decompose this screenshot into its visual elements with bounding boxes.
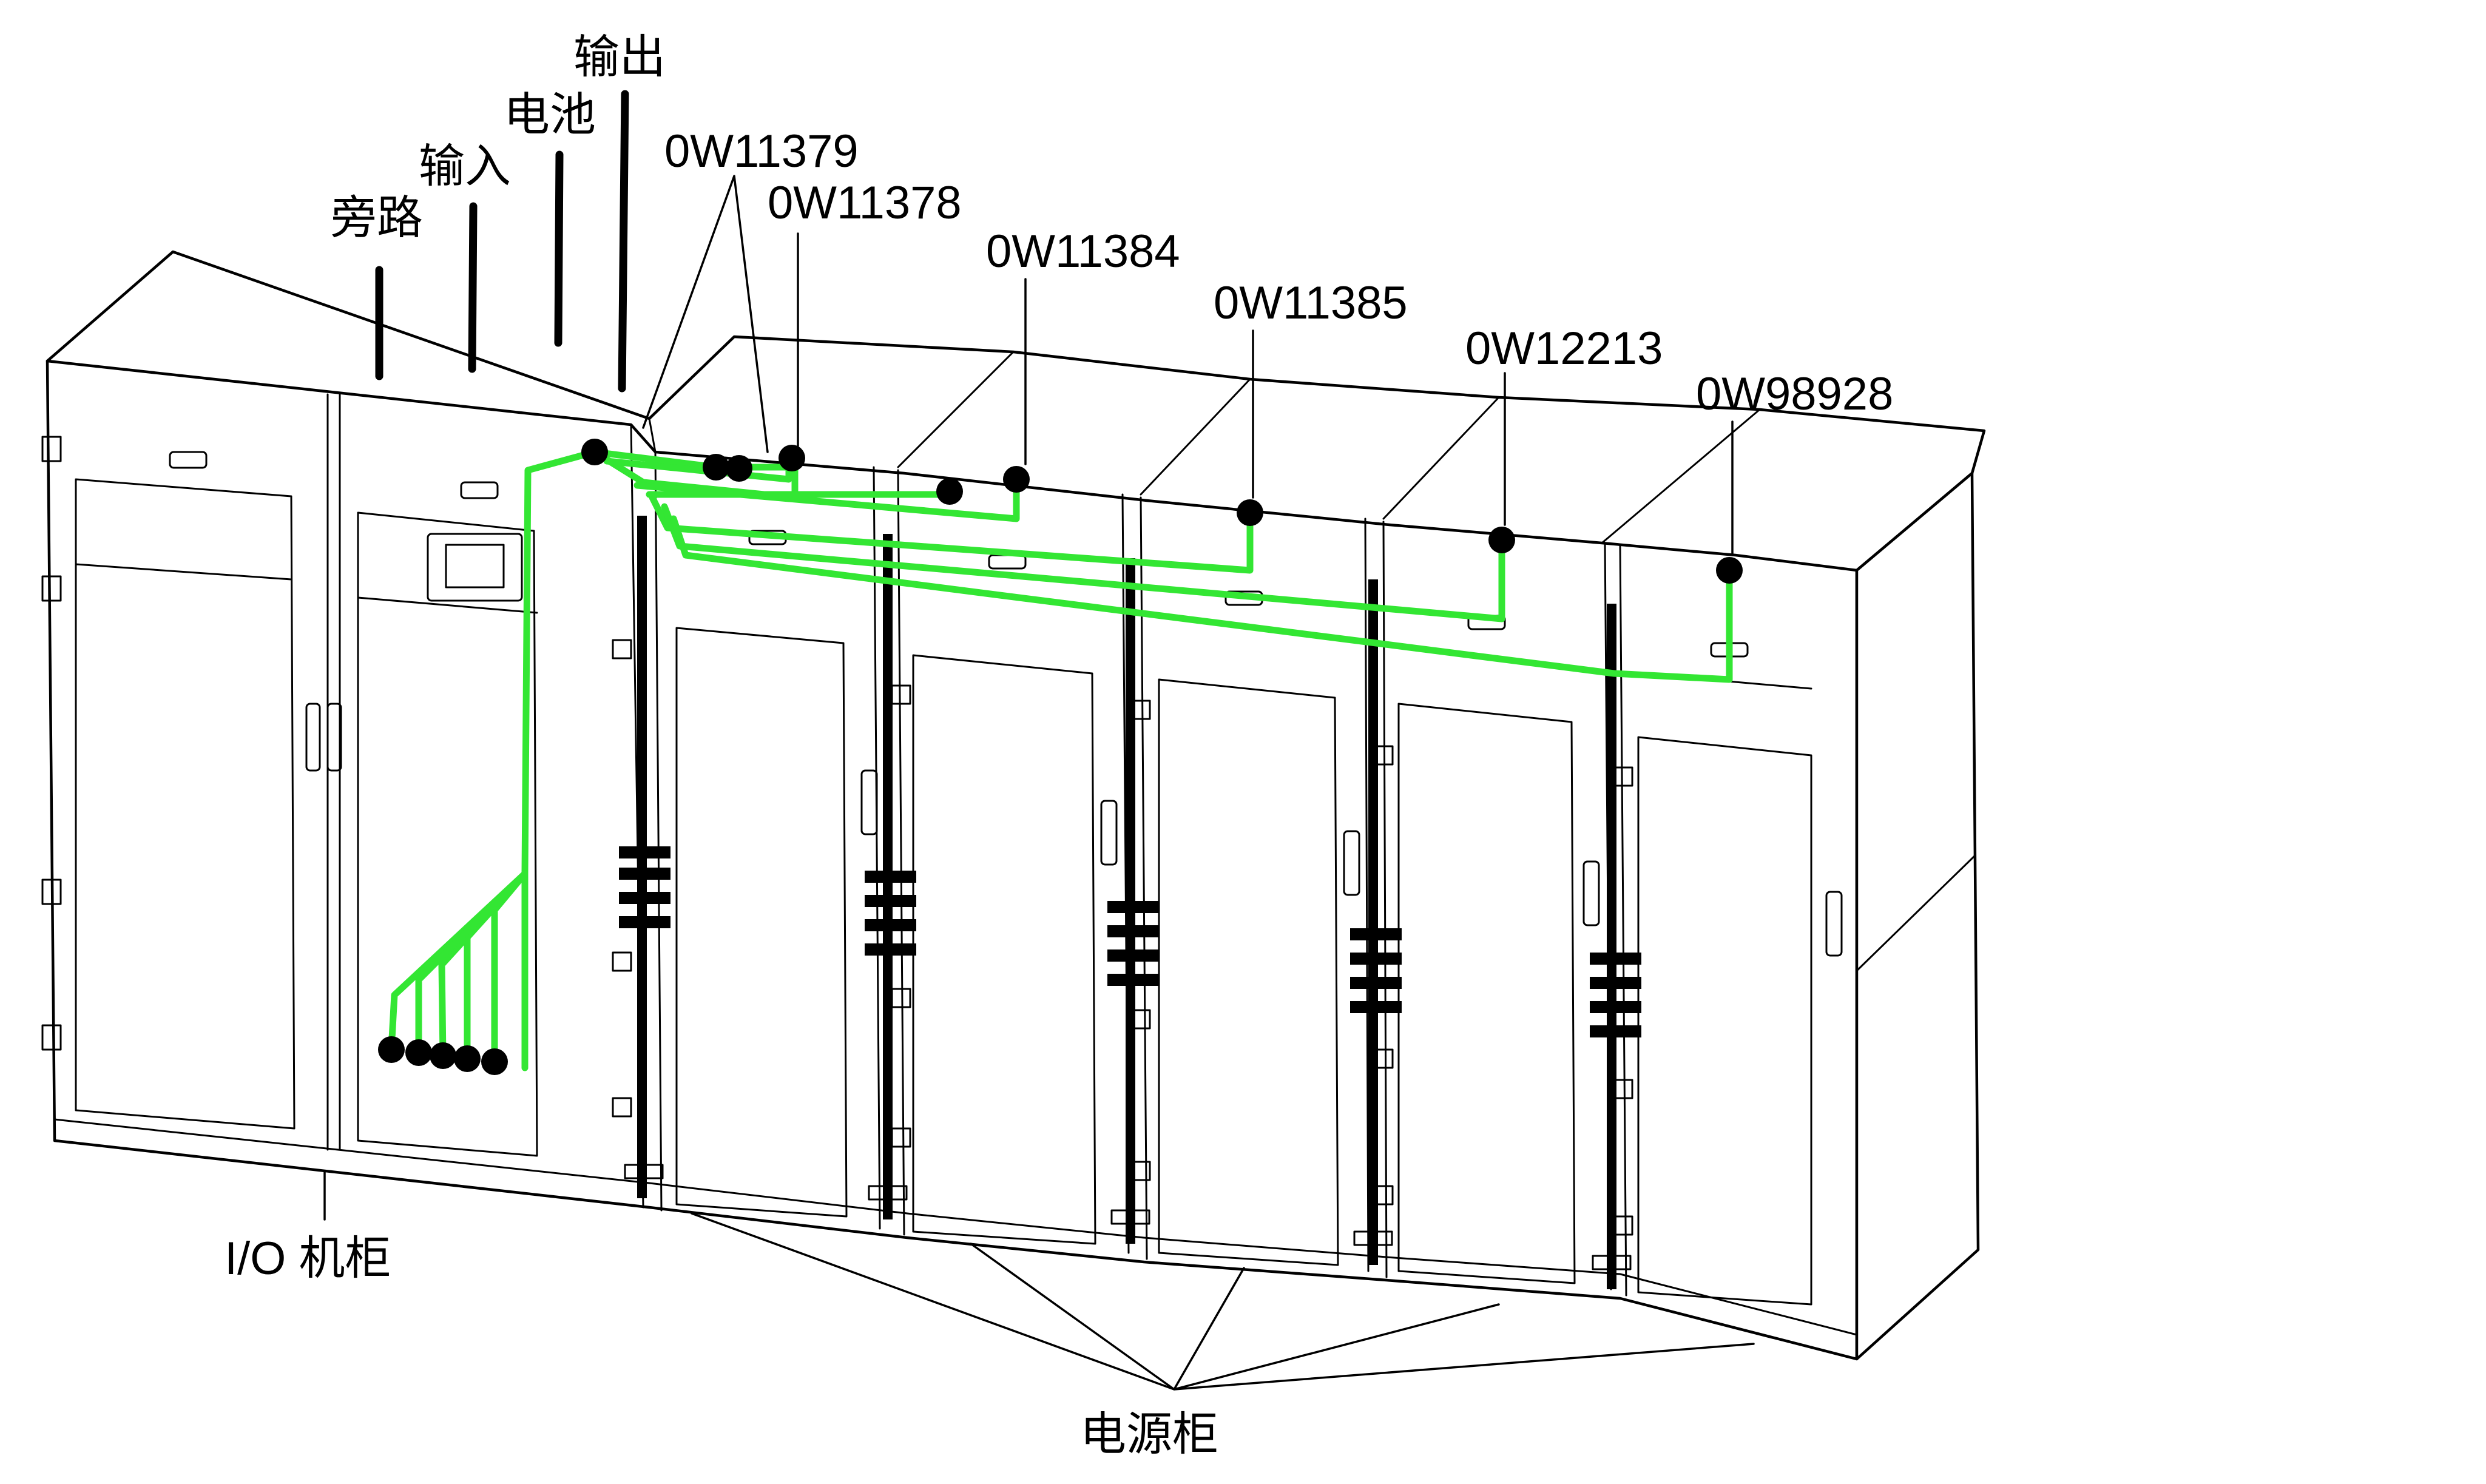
- label-power-cabinets: 电源柜: [1080, 1409, 1218, 1460]
- dot-fanout-2: [405, 1039, 432, 1066]
- right-side-face: [1855, 471, 1980, 1361]
- dot-fanout-1: [378, 1036, 405, 1063]
- dot-fanout-5: [481, 1048, 508, 1075]
- labels: 旁路 输入 电池 输出 0W11379 0W11378 0W11384 0W11…: [225, 32, 1893, 1460]
- label-io-cabinet: I/O 机柜: [225, 1233, 391, 1284]
- fanout-cable-1: [415, 870, 529, 1056]
- cable-0w11379: [591, 448, 799, 501]
- busbars: [619, 516, 1641, 1289]
- output-conductor: [618, 90, 629, 393]
- dot-0w12213: [1488, 527, 1515, 553]
- dot-0w11378: [779, 445, 805, 471]
- green-cables: [388, 448, 1733, 1071]
- top-conductors: [375, 90, 629, 393]
- input-conductor: [468, 202, 478, 373]
- battery-conductor: [554, 150, 564, 347]
- display-screen-icon: [427, 533, 523, 602]
- cable-0w11385: [649, 494, 1254, 574]
- plinth-line: [53, 1118, 1858, 1336]
- cabinet-dividers: [326, 393, 1627, 1297]
- cabinet-roof: [46, 250, 1986, 572]
- label-bypass: 旁路: [331, 192, 423, 244]
- door-handles: [305, 703, 1843, 957]
- label-0w11385: 0W11385: [1214, 277, 1408, 329]
- cable-0w98928: [670, 515, 1733, 683]
- dot-0w11379-a: [703, 454, 729, 481]
- cabinet-drawing: [41, 250, 1986, 1361]
- connection-dots: [378, 439, 1743, 1075]
- label-0w11384: 0W11384: [986, 226, 1180, 277]
- roof-seams: [648, 336, 1761, 544]
- label-0w98928: 0W98928: [1696, 368, 1893, 420]
- dot-0w11385: [1237, 499, 1263, 526]
- label-battery: 电池: [504, 89, 596, 141]
- leader-lines: [323, 175, 1755, 1391]
- hinge-blocks: [41, 436, 1633, 1236]
- right-side-seam: [1856, 854, 1976, 972]
- label-0w11379: 0W11379: [664, 126, 859, 177]
- cable-0w12213: [661, 503, 1505, 622]
- leader-power-cabinets: [691, 1212, 1755, 1391]
- dot-fanout-3: [430, 1042, 456, 1069]
- dot-0w98928: [1716, 557, 1743, 584]
- label-input: 输入: [419, 141, 511, 192]
- dot-fanout-4: [454, 1045, 481, 1072]
- front-face: [46, 359, 1859, 1361]
- label-0w12213: 0W12213: [1465, 323, 1663, 374]
- dot-0w11384-b: [936, 478, 963, 505]
- leader-0w11379: [642, 175, 769, 453]
- door-panels: [75, 478, 1812, 1306]
- dot-0w11384: [1003, 466, 1030, 493]
- dot-0w11379-b: [726, 455, 752, 482]
- fanout-cable-2: [438, 870, 529, 1059]
- dot-io-top: [581, 439, 608, 465]
- label-0w11378: 0W11378: [768, 177, 962, 229]
- label-output: 输出: [573, 32, 666, 83]
